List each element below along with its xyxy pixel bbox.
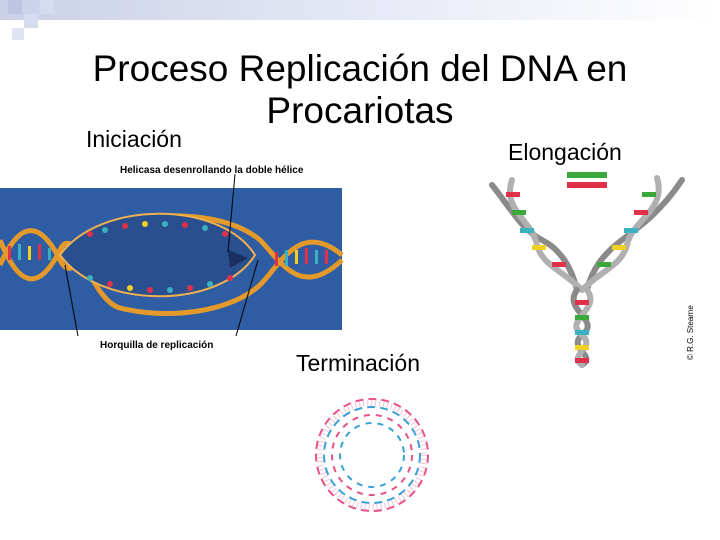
annotation-replication-fork: Horquilla de replicación (100, 340, 213, 351)
circle-strand-blue (323, 406, 421, 504)
corner-square (24, 14, 38, 28)
label-termination: Terminación (296, 350, 420, 376)
elongation-figure (482, 170, 692, 370)
y-shaped-dna (489, 175, 685, 368)
annotation-helicase: Helicasa desenrollando la doble hélice (120, 165, 304, 176)
replication-bubble (58, 212, 257, 298)
free-nucleotides (567, 172, 607, 188)
circular-dna-illustration (315, 398, 429, 512)
corner-square (12, 28, 24, 40)
circle-strand-blue-inner (339, 422, 405, 488)
elongation-illustration (489, 172, 685, 368)
label-initiation: Iniciación (86, 126, 182, 152)
corner-square (8, 0, 22, 14)
leader-line-fork-left (64, 264, 79, 337)
slide-title: Proceso Replicación del DNA en Procariot… (0, 48, 720, 132)
circle-strand-pink-inner (331, 414, 413, 496)
base-pairs (8, 244, 328, 266)
label-elongation: Elongación (508, 139, 622, 165)
corner-square (40, 0, 54, 14)
leader-line-fork-right (235, 259, 259, 337)
colored-bases (506, 192, 656, 363)
initiation-illustration: Helicasa desenrollando la doble hélice H… (0, 165, 344, 351)
dna-strand-bottom (0, 239, 344, 316)
leader-line-helicase (227, 173, 236, 253)
title-line-1: Proceso Replicación del DNA en (92, 48, 628, 89)
corner-decoration (0, 0, 720, 50)
termination-figure (302, 385, 442, 525)
bubble-bases (87, 221, 233, 293)
circle-strand-pink (315, 398, 429, 512)
header-gradient-bar (0, 0, 720, 20)
title-line-2: Procariotas (266, 90, 454, 131)
helicase-shape (228, 250, 248, 268)
initiation-figure: Helicasa desenrollando la doble hélice H… (0, 160, 345, 355)
image-credit: © R.G. Stearne (686, 305, 695, 360)
circle-base-ticks (317, 400, 427, 510)
